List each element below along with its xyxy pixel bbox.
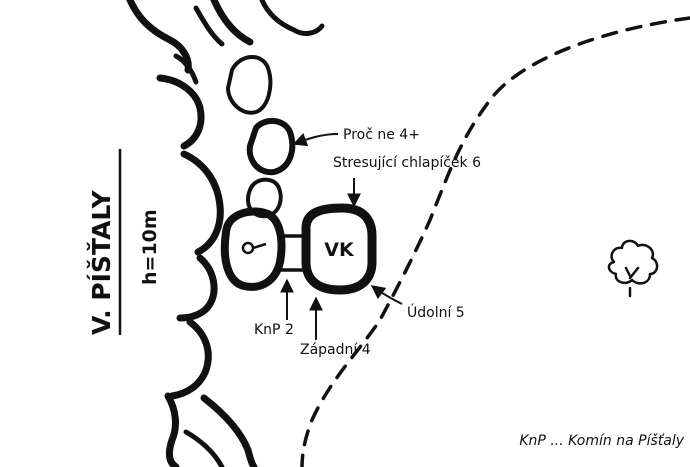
chimney-pillar xyxy=(220,207,286,291)
route-label-zapadni: Západní 4 xyxy=(300,342,371,358)
route-label-udolni: Údolní 5 xyxy=(407,303,465,321)
boulders xyxy=(226,55,296,219)
deciduous-tree-icon xyxy=(607,239,659,298)
dashed-trail-line xyxy=(300,16,690,467)
route-label-knp: KnP 2 xyxy=(254,322,294,338)
crag-title: V. PÍŠŤALY xyxy=(86,190,116,335)
arrow-udolni xyxy=(370,285,403,305)
side-title-group: V. PÍŠŤALY xyxy=(86,149,122,335)
boulder-top-2 xyxy=(246,118,296,176)
rock-fragments xyxy=(173,0,325,467)
vk-label: VK xyxy=(324,239,355,261)
legend-note: KnP ... Komín na Píšťaly xyxy=(519,433,684,449)
rock-wall-outline xyxy=(126,0,258,467)
arrow-proc-ne xyxy=(292,133,339,147)
boulder-top-1 xyxy=(226,55,273,115)
route-label-stresujici: Stresující chlapíček 6 xyxy=(333,155,481,171)
route-arrows xyxy=(280,133,403,340)
vk-boulder: VK xyxy=(301,203,377,295)
route-label-proc-ne: Proč ne 4+ xyxy=(343,127,420,143)
height-note: h=10m xyxy=(139,209,161,285)
